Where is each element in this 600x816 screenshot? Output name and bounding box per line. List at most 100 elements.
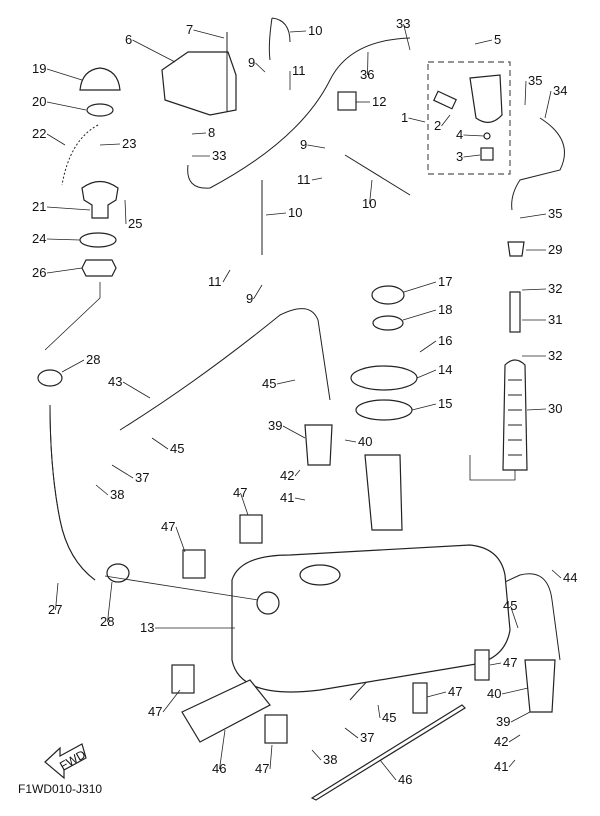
leader-line: [151, 437, 169, 450]
callout-number: 13: [140, 620, 154, 635]
leader-line: [508, 759, 516, 768]
part-cable-tie: [268, 17, 291, 61]
callout-42: 42: [280, 468, 301, 483]
callout-number: 45: [382, 710, 396, 725]
part-vent-hose: [187, 37, 411, 189]
leader-line: [107, 581, 113, 623]
callout-number: 47: [503, 655, 517, 670]
leader-line: [282, 425, 306, 439]
callout-number: 22: [32, 126, 46, 141]
part-clip: [337, 91, 357, 111]
leader-line: [46, 133, 66, 146]
callout-number: 11: [208, 274, 222, 289]
part-plate: [350, 365, 418, 391]
forward-direction-arrow: FWD: [44, 743, 88, 780]
callout-number: 2: [434, 118, 441, 133]
callout-24: 24: [32, 231, 81, 246]
part-mat: [181, 679, 271, 743]
callout-number: 37: [135, 470, 149, 485]
callout-6: 6: [125, 32, 176, 63]
leader-line: [46, 68, 83, 81]
part-pad: [412, 682, 428, 714]
callout-number: 47: [233, 485, 247, 500]
part-gasket: [355, 399, 413, 421]
callout-number: 14: [438, 362, 452, 377]
callout-40: 40: [487, 686, 529, 701]
callout-42: 42: [494, 734, 521, 749]
part-bracket: [524, 659, 556, 713]
callout-32: 32: [522, 348, 562, 363]
part-fuel-tank: [231, 544, 511, 693]
callout-30: 30: [526, 401, 562, 416]
leader-line: [124, 199, 127, 225]
leader-line: [294, 497, 306, 501]
callout-35: 35: [524, 73, 542, 106]
callout-number: 46: [398, 772, 412, 787]
callout-number: 38: [110, 487, 124, 502]
leader-line: [521, 288, 547, 291]
callout-16: 16: [419, 333, 452, 353]
callout-4: 4: [456, 127, 485, 142]
callout-32: 32: [521, 281, 562, 296]
leader-line: [255, 62, 266, 73]
leader-line: [276, 379, 296, 385]
callout-number: 17: [438, 274, 452, 289]
callout-number: 34: [553, 83, 567, 98]
callout-21: 21: [32, 199, 91, 214]
part-hose-clamp: [37, 369, 63, 387]
leader-line: [474, 39, 493, 45]
callout-number: 10: [308, 23, 322, 38]
callout-number: 40: [358, 434, 372, 449]
callout-9: 9: [300, 137, 326, 152]
callout-12: 12: [356, 94, 386, 109]
callout-41: 41: [280, 490, 306, 505]
callout-number: 37: [360, 730, 374, 745]
part-bracket: [433, 90, 457, 110]
callout-number: 41: [280, 490, 294, 505]
leader-line: [544, 90, 552, 119]
callout-number: 3: [456, 149, 463, 164]
callout-number: 9: [248, 55, 255, 70]
leader-line: [402, 309, 437, 321]
callout-number: 42: [494, 734, 508, 749]
callout-33: 33: [192, 148, 226, 163]
leader-line: [289, 30, 307, 33]
callout-number: 26: [32, 265, 46, 280]
callout-38: 38: [95, 484, 124, 502]
callout-number: 32: [548, 348, 562, 363]
leader-line: [403, 281, 437, 293]
callout-number: 21: [32, 199, 46, 214]
callout-number: 20: [32, 94, 46, 109]
callout-15: 15: [411, 396, 452, 411]
leader-line: [269, 744, 273, 770]
callout-45: 45: [151, 437, 184, 456]
callout-3: 3: [456, 149, 481, 164]
callout-20: 20: [32, 94, 87, 111]
part-chain: [61, 124, 99, 186]
leader-line: [551, 569, 562, 579]
callout-2: 2: [434, 114, 451, 133]
callout-number: 44: [563, 570, 577, 585]
callout-29: 29: [526, 242, 562, 257]
callout-number: 1: [401, 110, 408, 125]
callout-number: 36: [360, 67, 374, 82]
callout-number: 35: [548, 206, 562, 221]
part-rail: [310, 704, 466, 801]
callout-number: 6: [125, 32, 132, 47]
callout-number: 4: [456, 127, 463, 142]
callout-45: 45: [377, 704, 396, 725]
callout-number: 41: [494, 759, 508, 774]
leader-line: [193, 29, 225, 39]
callout-22: 22: [32, 126, 66, 146]
callout-31: 31: [522, 312, 562, 327]
callout-23: 23: [99, 136, 136, 151]
callout-number: 31: [548, 312, 562, 327]
callout-number: 9: [300, 137, 307, 152]
callout-7: 7: [186, 22, 225, 39]
leader-line: [99, 143, 121, 146]
leader-line: [46, 267, 83, 274]
callout-47: 47: [489, 655, 517, 670]
leader-line: [411, 403, 437, 411]
callout-28: 28: [100, 581, 114, 629]
